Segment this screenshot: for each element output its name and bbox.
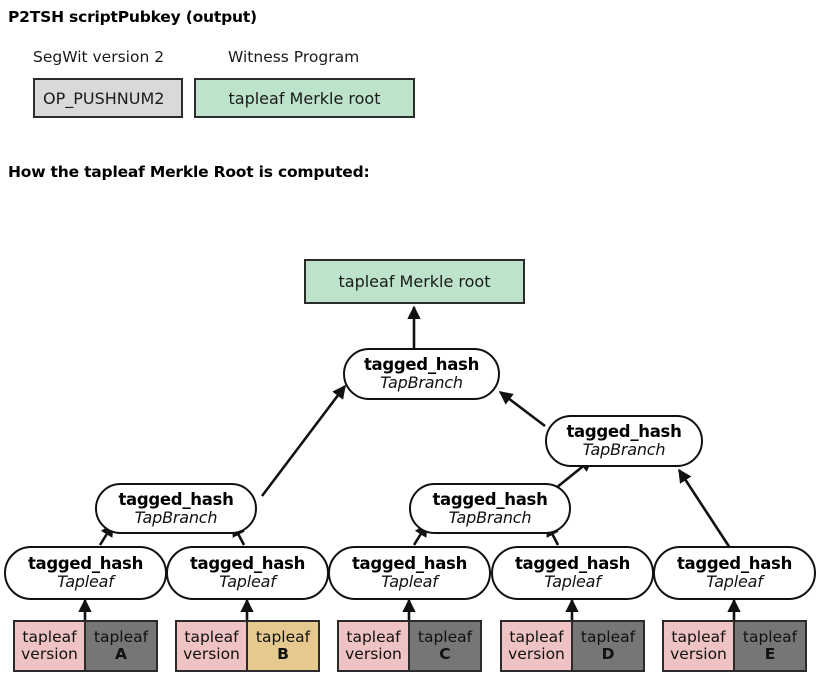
- tagged-hash-fn-label: tagged_hash: [27, 554, 144, 574]
- leaf-data-box-d: tapleaf version tapleaf D: [500, 620, 645, 672]
- tagged-hash-tag-label: TapBranch: [380, 373, 463, 393]
- tagged-hash-tag-label: Tapleaf: [219, 572, 276, 592]
- tagged-hash-tapbranch-top: tagged_hash TapBranch: [343, 348, 500, 400]
- merkle-root-explain-title: How the tapleaf Merkle Root is computed:: [8, 163, 370, 181]
- tapleaf-script-line1: tapleaf: [580, 627, 636, 646]
- tagged-hash-tapbranch-upper-right: tagged_hash TapBranch: [545, 415, 703, 467]
- tapleaf-version-line1: tapleaf: [346, 627, 401, 646]
- tagged-hash-tag-label: Tapleaf: [57, 572, 114, 592]
- tapleaf-script-cell: tapleaf E: [735, 622, 805, 670]
- tapleaf-merkle-root-label: tapleaf Merkle root: [338, 272, 491, 291]
- tagged-hash-fn-label: tagged_hash: [676, 554, 793, 574]
- page-title: P2TSH scriptPubkey (output): [8, 8, 257, 26]
- tagged-hash-tag-label: TapBranch: [134, 507, 218, 527]
- tagged-hash-tapleaf-e: tagged_hash Tapleaf: [653, 546, 816, 600]
- tapleaf-script-line2: D: [601, 645, 615, 663]
- tapleaf-version-cell: tapleaf version: [502, 622, 573, 670]
- tapleaf-version-cell: tapleaf version: [339, 622, 410, 670]
- segwit-version-box: OP_PUSHNUM2: [33, 78, 183, 118]
- tagged-hash-fn-label: tagged_hash: [189, 554, 306, 574]
- segwit-version-value: OP_PUSHNUM2: [43, 88, 165, 108]
- tapleaf-script-line1: tapleaf: [93, 627, 149, 646]
- edge-leafE-to-b4: [677, 468, 732, 549]
- leaf-data-box-b: tapleaf version tapleaf B: [175, 620, 320, 672]
- tagged-hash-tag-label: Tapleaf: [381, 572, 438, 592]
- tagged-hash-tapleaf-b: tagged_hash Tapleaf: [166, 546, 329, 600]
- leaf-data-box-c: tapleaf version tapleaf C: [337, 620, 482, 672]
- witness-program-box: tapleaf Merkle root: [194, 78, 415, 118]
- tapleaf-script-cell: tapleaf D: [573, 622, 643, 670]
- leaf-data-box-a: tapleaf version tapleaf A: [13, 620, 158, 672]
- tagged-hash-tapleaf-d: tagged_hash Tapleaf: [491, 546, 654, 600]
- tapleaf-script-line2: A: [115, 645, 127, 663]
- tagged-hash-fn-label: tagged_hash: [351, 554, 468, 574]
- tagged-hash-tapleaf-c: tagged_hash Tapleaf: [328, 546, 491, 600]
- tagged-hash-tag-label: TapBranch: [448, 507, 532, 527]
- tapleaf-version-cell: tapleaf version: [177, 622, 248, 670]
- tapleaf-script-cell: tapleaf C: [410, 622, 480, 670]
- tapleaf-script-line1: tapleaf: [742, 627, 798, 646]
- tagged-hash-tapbranch-left: tagged_hash TapBranch: [95, 483, 257, 534]
- tagged-hash-tapleaf-a: tagged_hash Tapleaf: [4, 546, 167, 600]
- tapleaf-script-line1: tapleaf: [255, 627, 311, 646]
- tagged-hash-tapbranch-middle: tagged_hash TapBranch: [409, 483, 571, 534]
- tapleaf-script-line2: B: [277, 645, 289, 663]
- tagged-hash-fn-label: tagged_hash: [514, 554, 631, 574]
- tapleaf-version-line2: version: [345, 645, 402, 663]
- tapleaf-version-line1: tapleaf: [671, 627, 726, 646]
- leaf-data-box-e: tapleaf version tapleaf E: [662, 620, 807, 672]
- tagged-hash-tag-label: Tapleaf: [706, 572, 763, 592]
- tagged-hash-fn-label: tagged_hash: [363, 355, 480, 375]
- tapleaf-version-line2: version: [183, 645, 240, 663]
- tapleaf-script-line1: tapleaf: [417, 627, 473, 646]
- tagged-hash-tag-label: TapBranch: [582, 440, 666, 460]
- tapleaf-version-line1: tapleaf: [509, 627, 564, 646]
- edge-b4-to-top: [498, 390, 546, 428]
- tagged-hash-tag-label: Tapleaf: [544, 572, 601, 592]
- tagged-hash-fn-label: tagged_hash: [118, 489, 234, 509]
- tagged-hash-fn-label: tagged_hash: [432, 489, 548, 509]
- witness-program-caption: Witness Program: [228, 48, 360, 66]
- tapleaf-script-cell: tapleaf A: [86, 622, 156, 670]
- tapleaf-script-cell: tapleaf B: [248, 622, 318, 670]
- tapleaf-version-cell: tapleaf version: [15, 622, 86, 670]
- tapleaf-version-line2: version: [670, 645, 727, 663]
- tagged-hash-fn-label: tagged_hash: [566, 422, 682, 442]
- tapleaf-script-line2: E: [764, 645, 776, 663]
- segwit-version-caption: SegWit version 2: [33, 48, 165, 66]
- tapleaf-version-line2: version: [21, 645, 78, 663]
- tapleaf-version-line1: tapleaf: [22, 627, 77, 646]
- edge-b1-to-top: [260, 384, 347, 497]
- tapleaf-version-cell: tapleaf version: [664, 622, 735, 670]
- tapleaf-merkle-root-box: tapleaf Merkle root: [304, 259, 525, 304]
- witness-program-value: tapleaf Merkle root: [228, 88, 381, 108]
- tapleaf-version-line1: tapleaf: [184, 627, 239, 646]
- tapleaf-script-line2: C: [439, 645, 451, 663]
- tapleaf-version-line2: version: [508, 645, 565, 663]
